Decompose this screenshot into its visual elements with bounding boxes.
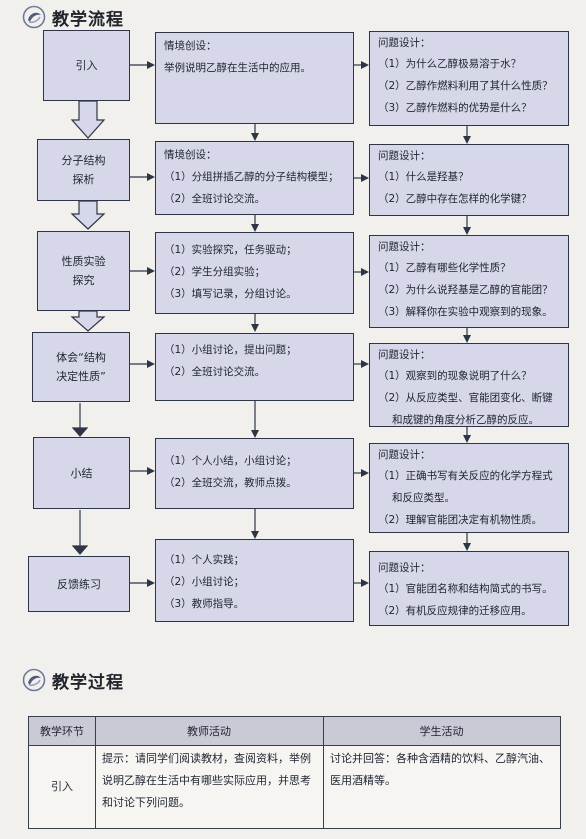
stage-box-experiment: 性质实验 探究 [37,231,130,311]
question-title: 问题设计： [378,150,431,162]
question-box-structure-property: 问题设计： （1）观察到的现象说明了什么？ （2）从反应类型、官能团变化、断键 … [369,343,569,427]
question-item: （1）正确书写有关反应的化学方程式 [378,470,553,482]
question-item: （3）解释你在实验中观察到的现象。 [378,306,553,318]
question-item: （2）从反应类型、官能团变化、断键 [378,392,553,404]
table-header-row: 教学环节 教师活动 学生活动 [29,717,560,746]
question-box-structure: 问题设计： （1）什么是羟基？ （2）乙醇中存在怎样的化学键？ [369,144,569,216]
stage-box-structure-property: 体会“结构 决定性质” [32,332,130,402]
question-item: 和成键的角度分析乙醇的反应。 [392,414,539,426]
question-item: （1）为什么乙醇极易溶于水？ [378,58,522,70]
content-line: 举例说明乙醇在生活中的应用。 [164,62,311,74]
question-item: （2）乙醇中存在怎样的化学键？ [378,193,532,205]
content-box-intro: 情境创设： 举例说明乙醇在生活中的应用。 [155,32,354,124]
flow-connectors [70,61,471,587]
stage-label: 反馈练习 [57,577,101,591]
question-box-experiment: 问题设计： （1）乙醇有哪些化学性质？ （2）为什么说羟基是乙醇的官能团？ （3… [369,235,569,328]
question-item: 和反应类型。 [392,492,455,504]
question-box-feedback: 问题设计： （1）官能团名称和结构简式的书写。 （2）有机反应规律的迁移应用。 [369,551,569,626]
stage-label: 体会“结构 [56,351,106,364]
stage-label: 探究 [72,274,95,287]
header-teacher: 教师活动 [187,725,231,738]
table-cell-teacher: 提示：请同学们阅读教材，查阅资料，举例说明乙醇在生活中有哪些实际应用，并思考和讨… [102,752,311,809]
content-line: 情境创设： [164,40,217,52]
stage-label: 小结 [70,466,93,480]
content-line: （1）个人实践； [164,554,245,566]
question-box-intro: 问题设计： （1）为什么乙醇极易溶于水？ （2）乙醇作燃料利用了其什么性质？ （… [369,31,569,126]
content-box-experiment: （1）实验探究，任务驱动； （2）学生分组实验； （3）填写记录，分组讨论。 [155,232,354,314]
question-title: 问题设计： [378,449,431,461]
content-line: （1）个人小结，小组讨论； [164,455,297,467]
stage-label: 决定性质” [56,370,106,383]
question-item: （1）什么是羟基？ [378,171,469,183]
process-heading-text: 教学过程 [52,672,124,693]
stage-label: 引入 [75,59,98,72]
content-line: （2）全班交流，教师点拨。 [164,477,297,489]
content-box-structure: 情境创设： （1）分组拼插乙醇的分子结构模型； （2）全班讨论交流。 [155,141,354,215]
content-line: （1）小组讨论，提出问题； [164,344,297,356]
question-item: （2）理解官能团决定有机物性质。 [378,514,543,526]
question-title: 问题设计： [378,562,431,574]
swirl-logo-icon [22,668,46,692]
column-divider [95,717,96,828]
question-item: （2）有机反应规律的迁移应用。 [378,605,532,617]
question-title: 问题设计： [378,349,431,361]
content-line: （2）全班讨论交流。 [164,193,266,205]
question-item: （2）为什么说羟基是乙醇的官能团？ [378,284,553,296]
flow-heading-text: 教学流程 [52,9,124,30]
stage-label: 分子结构 [61,154,106,167]
question-item: （3）乙醇作燃料的优势是什么？ [378,102,532,114]
swirl-logo-icon [22,5,46,29]
header-student: 学生活动 [419,725,464,738]
process-heading: 教学过程 [22,667,124,693]
content-line: （2）全班讨论交流。 [164,366,266,378]
question-item: （2）乙醇作燃料利用了其什么性质？ [378,80,553,92]
header-stage: 教学环节 [40,725,84,738]
content-box-structure-property: （1）小组讨论，提出问题； （2）全班讨论交流。 [155,333,354,401]
stage-box-intro: 引入 [43,30,130,101]
question-item: （1）观察到的现象说明了什么？ [378,370,532,382]
question-box-summary: 问题设计： （1）正确书写有关反应的化学方程式 和反应类型。 （2）理解官能团决… [369,443,569,533]
content-line: 情境创设： [164,149,217,161]
stage-label: 探析 [72,173,95,186]
content-line: （1）实验探究，任务驱动； [164,244,297,256]
content-line: （2）学生分组实验； [164,266,266,278]
content-box-feedback: （1）个人实践； （2）小组讨论； （3）教师指导。 [155,539,354,622]
question-title: 问题设计： [378,37,431,49]
process-table: 教学环节 教师活动 学生活动 引入 提示：请同学们阅读教材，查阅资料，举例说明乙… [28,716,561,829]
table-cell-stage: 引入 [51,779,73,793]
question-title: 问题设计： [378,241,431,253]
table-cell-student: 讨论并回答：各种含酒精的饮料、乙醇汽油、医用酒精等。 [330,752,550,787]
stage-box-feedback: 反馈练习 [28,556,130,612]
question-item: （1）乙醇有哪些化学性质？ [378,262,511,274]
flow-heading: 教学流程 [22,4,124,30]
stage-box-summary: 小结 [33,437,130,509]
column-divider [323,717,324,828]
content-line: （3）填写记录，分组讨论。 [164,288,297,300]
content-line: （2）小组讨论； [164,576,245,588]
content-line: （1）分组拼插乙醇的分子结构模型； [164,171,339,183]
stage-label: 性质实验 [61,255,106,268]
content-box-summary: （1）个人小结，小组讨论； （2）全班交流，教师点拨。 [155,438,354,509]
content-line: （3）教师指导。 [164,598,245,610]
question-item: （1）官能团名称和结构简式的书写。 [378,583,553,595]
stage-box-structure: 分子结构 探析 [37,139,130,201]
